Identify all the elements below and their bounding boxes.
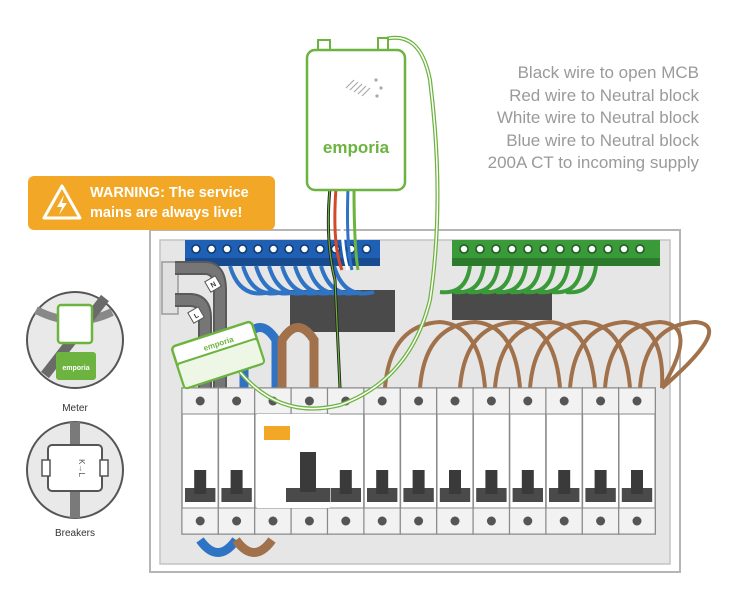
breaker-module (181, 387, 220, 535)
instruction-black-wire: Black wire to open MCB (517, 63, 699, 82)
earth-terminal-screw (475, 244, 485, 254)
ct-orientation-mark: K→L (77, 459, 86, 477)
incoming-supply-cables: N L (161, 261, 227, 388)
earth-wire (481, 265, 514, 295)
earth-terminal-screw (491, 244, 501, 254)
instruction-ct: 200A CT to incoming supply (487, 153, 699, 172)
earth-wire-loops (439, 265, 598, 295)
neutral-terminal-screw (299, 244, 310, 254)
breaker-module (472, 387, 511, 535)
neutral-terminal-screw (268, 244, 279, 254)
neutral-terminal-screw (206, 244, 217, 254)
earth-wire (537, 265, 570, 295)
neutral-terminal-screw (253, 244, 263, 254)
neutral-terminal-screw (361, 244, 372, 254)
breaker-feed-wire (603, 319, 683, 390)
earth-terminal-screw (619, 244, 629, 254)
breaker-feed-wire (383, 319, 487, 389)
warning-text: WARNING: The service mains are always li… (90, 185, 249, 221)
monitor-brand: emporia (323, 138, 390, 157)
earth-terminal-screw (523, 244, 533, 254)
earth-terminal-screw (539, 244, 549, 254)
breaker-feed-wires (383, 319, 712, 390)
svg-text:N: N (210, 281, 218, 290)
instruction-white-wire: White wire to Neutral block (496, 108, 699, 127)
neutral-terminal-screw (284, 244, 294, 254)
neutral-mount-block (290, 290, 395, 332)
breaker-module (581, 387, 620, 535)
breakers-caption: Breakers (54, 528, 95, 539)
breaker-row (181, 387, 656, 535)
earth-wire (439, 265, 472, 295)
earth-terminal-screw (571, 244, 581, 254)
breaker-module (326, 387, 365, 535)
earth-terminal-screw (635, 244, 645, 254)
high-voltage-warning-icon (42, 184, 82, 226)
instruction-list: Black wire to open MCB Red wire to Neutr… (399, 62, 699, 175)
breakers-inset: K→L (26, 421, 124, 519)
earth-terminal-screw (603, 244, 613, 254)
breaker-feed-wire (568, 319, 665, 389)
meter-inset: emporia (26, 291, 124, 389)
warning-banner: WARNING: The service mains are always li… (28, 176, 275, 230)
earth-bar (452, 240, 660, 266)
earth-mount-block (452, 290, 552, 320)
monitor-vent (345, 79, 371, 97)
breaker-module (545, 387, 584, 535)
live-tag: L (187, 306, 205, 324)
emporia-monitor: emporia (305, 37, 407, 192)
breaker-feed-wire (458, 319, 562, 389)
earth-wire (495, 265, 528, 295)
earth-terminal-screw (459, 244, 469, 254)
neutral-terminal-screw (191, 244, 201, 254)
earth-terminal-screw (507, 244, 517, 254)
breaker-feed-wire (638, 319, 712, 390)
earth-wire (523, 265, 556, 295)
breaker-feed-wire (418, 319, 522, 389)
breaker-module (436, 387, 474, 535)
breaker-module (399, 387, 438, 535)
rcd-test-button (264, 426, 290, 440)
earth-wire (453, 265, 486, 295)
earth-wire (467, 265, 500, 295)
ct-clamp: emporia (171, 320, 265, 390)
instruction-red-wire: Red wire to Neutral block (509, 85, 699, 105)
earth-wire (551, 265, 584, 295)
svg-text:L: L (193, 312, 201, 321)
earth-wire (565, 265, 598, 295)
rcd-switch (256, 414, 330, 508)
neutral-terminal-screw (237, 244, 248, 254)
neutral-wire (332, 265, 375, 296)
meter-inset-brand: emporia (62, 365, 89, 372)
breaker-module (217, 387, 256, 535)
earth-wire (509, 265, 542, 295)
breaker-feed-wire (493, 319, 597, 389)
instruction-blue-wire: Blue wire to Neutral block (506, 130, 699, 150)
earth-terminal-screw (587, 244, 597, 254)
meter-caption: Meter (62, 403, 88, 414)
neutral-terminal-screw (315, 244, 325, 254)
earth-terminal-screw (555, 244, 565, 254)
breaker-module (508, 387, 547, 535)
neutral-terminal-screw (222, 244, 232, 254)
breaker-module (618, 387, 656, 535)
neutral-tag: N (204, 275, 222, 293)
breaker-module (363, 387, 402, 535)
breaker-feed-wire (528, 319, 632, 389)
monitor-wire-bundle (326, 187, 360, 389)
